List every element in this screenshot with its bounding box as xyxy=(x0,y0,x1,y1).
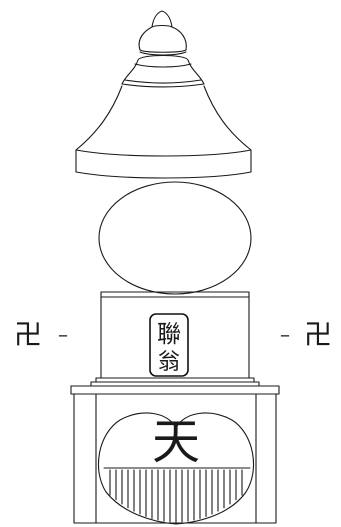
left-symbol-group: 卍 – xyxy=(14,318,68,351)
right-manji-symbol: 卍 xyxy=(304,318,332,351)
plinth-ledges xyxy=(70,377,280,395)
base-character: 天 xyxy=(152,414,200,470)
plaque: 聯 翁 xyxy=(149,313,189,377)
right-dash: – xyxy=(280,322,290,346)
plaque-frame xyxy=(149,313,189,377)
left-manji-symbol: 卍 xyxy=(14,318,42,351)
base-emblem: 天 xyxy=(97,412,255,525)
roof xyxy=(75,85,252,179)
collar xyxy=(121,51,205,88)
left-dash: – xyxy=(58,322,68,346)
emblem-outline xyxy=(97,412,255,525)
plaque-character-bottom: 翁 xyxy=(158,350,180,375)
plaque-character-top: 聯 xyxy=(157,320,181,348)
emblem-stripes xyxy=(109,469,243,523)
finial xyxy=(138,10,187,53)
base-block xyxy=(73,393,277,524)
right-symbol-group: – 卍 xyxy=(280,318,332,351)
round-body xyxy=(98,181,252,295)
